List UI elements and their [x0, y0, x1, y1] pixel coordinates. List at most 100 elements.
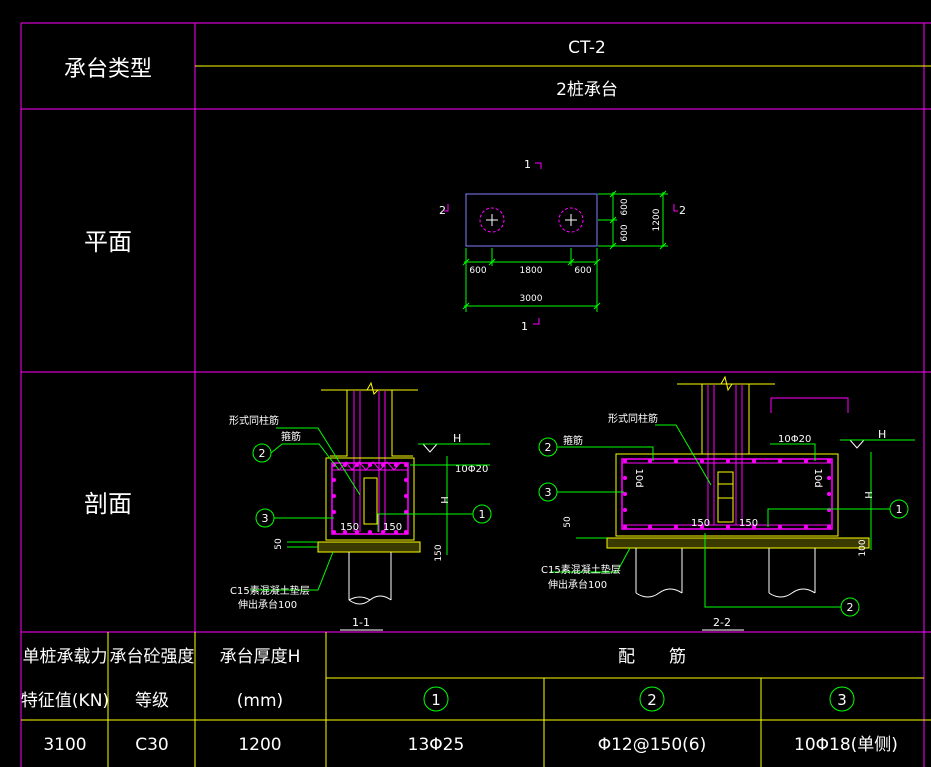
pile-break-2 [348, 596, 371, 601]
rebar-3-value: 10Φ18(单侧) [794, 735, 898, 755]
col1-header-line2: 特征值(KN) [21, 691, 109, 711]
elevation-mark: H [878, 428, 886, 441]
dim-tick [609, 242, 617, 250]
dim-tick [659, 190, 667, 198]
column-tie [363, 477, 378, 525]
label-column-bars: 形式同柱筋 [608, 412, 658, 425]
cushion-note-2: 伸出承台100 [238, 598, 297, 611]
pile-cap-section [615, 453, 839, 537]
cushion-layer [606, 537, 870, 549]
anchor-left: 10d [633, 468, 644, 487]
cover-left: 150 [340, 522, 359, 533]
dim-tick [567, 258, 575, 266]
leader-cushion [550, 547, 631, 573]
break-symbol [720, 375, 733, 392]
header: 承台类型 CT-2 2桩承台 平面 剖面 [64, 38, 618, 518]
col3-header-line2: (mm) [237, 691, 283, 711]
pile-cap-plan-outline [465, 193, 598, 247]
section-2-caption: 2-2 [713, 616, 731, 629]
cushion-note-2: 伸出承台100 [548, 578, 607, 591]
cover-left: 150 [691, 518, 710, 529]
section-mark-right-tick [673, 204, 678, 212]
dim-tick [609, 216, 617, 224]
dim-h: H [438, 496, 449, 504]
dim-total-height: 1200 [652, 208, 662, 231]
pile-cap-section [325, 457, 415, 541]
callout-2: 2 [545, 441, 552, 454]
break-symbol [366, 381, 379, 395]
section-mark-right: 2 [679, 204, 686, 217]
label-column-bars: 形式同柱筋 [229, 414, 279, 427]
column-right-edge [391, 390, 413, 457]
dim-50: 50 [274, 538, 284, 550]
dim-tick [593, 258, 601, 266]
dim-50: 50 [563, 516, 573, 528]
pile-circle-icon [479, 207, 505, 233]
dim-lower-half: 600 [620, 224, 630, 241]
rebar-dots [623, 459, 831, 529]
cover-right: 150 [383, 522, 402, 533]
dim-tick [462, 258, 470, 266]
rebar-2-value: Φ12@150(6) [598, 735, 707, 755]
spec-table: 单桩承载力 特征值(KN) 承台砼强度 等级 承台厚度H (mm) 配 筋 1 … [21, 647, 898, 755]
section-2-2: 10d 10d 150 150 2-2 形式同柱筋 2 箍筋 3 1 2 10Φ… [538, 375, 915, 631]
callout-2b: 2 [847, 601, 854, 614]
rebar-no-circle-1 [423, 686, 449, 712]
section-mark-bottom-tick [533, 318, 540, 325]
callout-3: 3 [262, 512, 269, 525]
dim-h: H [862, 491, 873, 499]
column-tie [717, 471, 734, 523]
pile-right-plan [558, 207, 584, 233]
dim-tick [593, 302, 601, 310]
section-1-1: 1-1 形式同柱筋 箍筋 2 3 1 10Φ20 150 150 H H 150… [229, 381, 492, 631]
section-arrow [770, 397, 849, 413]
leader-stirrup [270, 443, 340, 471]
pile-circle-icon [558, 207, 584, 233]
label-stirrup: 箍筋 [563, 434, 583, 447]
dim-tick [659, 242, 667, 250]
leader-column-bars [655, 424, 712, 486]
section-mark-bottom: 1 [521, 320, 528, 333]
type-label: 承台类型 [64, 57, 152, 82]
anchor-right: 10d [812, 468, 823, 487]
leader-column-bars [276, 427, 361, 496]
section-1-caption: 1-1 [352, 616, 370, 629]
pile-break [635, 588, 683, 598]
plan-row-label: 平面 [84, 228, 132, 256]
dim-right-edge: 600 [574, 266, 591, 276]
top-bars-label: 10Φ20 [778, 434, 811, 445]
capacity-value: 3100 [43, 735, 86, 755]
leader-bottom-bars [377, 513, 473, 532]
elevation-mark: H [453, 432, 461, 445]
col2-header-line2: 等级 [135, 691, 169, 711]
section-mark-left-tick [444, 204, 449, 212]
rebar-no-1: 1 [431, 691, 441, 709]
dim-tick [609, 190, 617, 198]
type-code: CT-2 [568, 38, 606, 58]
section-row-label: 剖面 [84, 490, 132, 518]
cushion-note-1: C15素混凝土垫层 [230, 584, 310, 597]
leader-stirrup [557, 446, 654, 461]
col1-header-line1: 单桩承载力 [23, 647, 108, 667]
pile-break [768, 588, 816, 598]
callout-1: 1 [896, 503, 903, 516]
plan-vertical-dims [598, 190, 668, 250]
col2-header-line1: 承台砼强度 [110, 647, 195, 667]
dim-upper-half: 600 [620, 198, 630, 215]
rebar-dots [332, 463, 408, 534]
dim-left-edge: 600 [469, 266, 486, 276]
rebar-1-value: 13Φ25 [408, 735, 465, 755]
dim-150: 150 [434, 544, 444, 561]
pile-left-plan [479, 207, 505, 233]
dim-100: 100 [858, 539, 868, 556]
rebar-no-circle-3 [829, 686, 855, 712]
dim-tick [488, 258, 496, 266]
callout-2: 2 [259, 447, 266, 460]
cushion-note-1: C15素混凝土垫层 [541, 563, 621, 576]
top-bars-label: 10Φ20 [455, 464, 488, 475]
plan-view: 1 1 2 2 600 1800 600 3000 [439, 158, 686, 333]
rebar-header: 配 筋 [618, 647, 686, 667]
section-mark-top-tick [535, 162, 542, 169]
